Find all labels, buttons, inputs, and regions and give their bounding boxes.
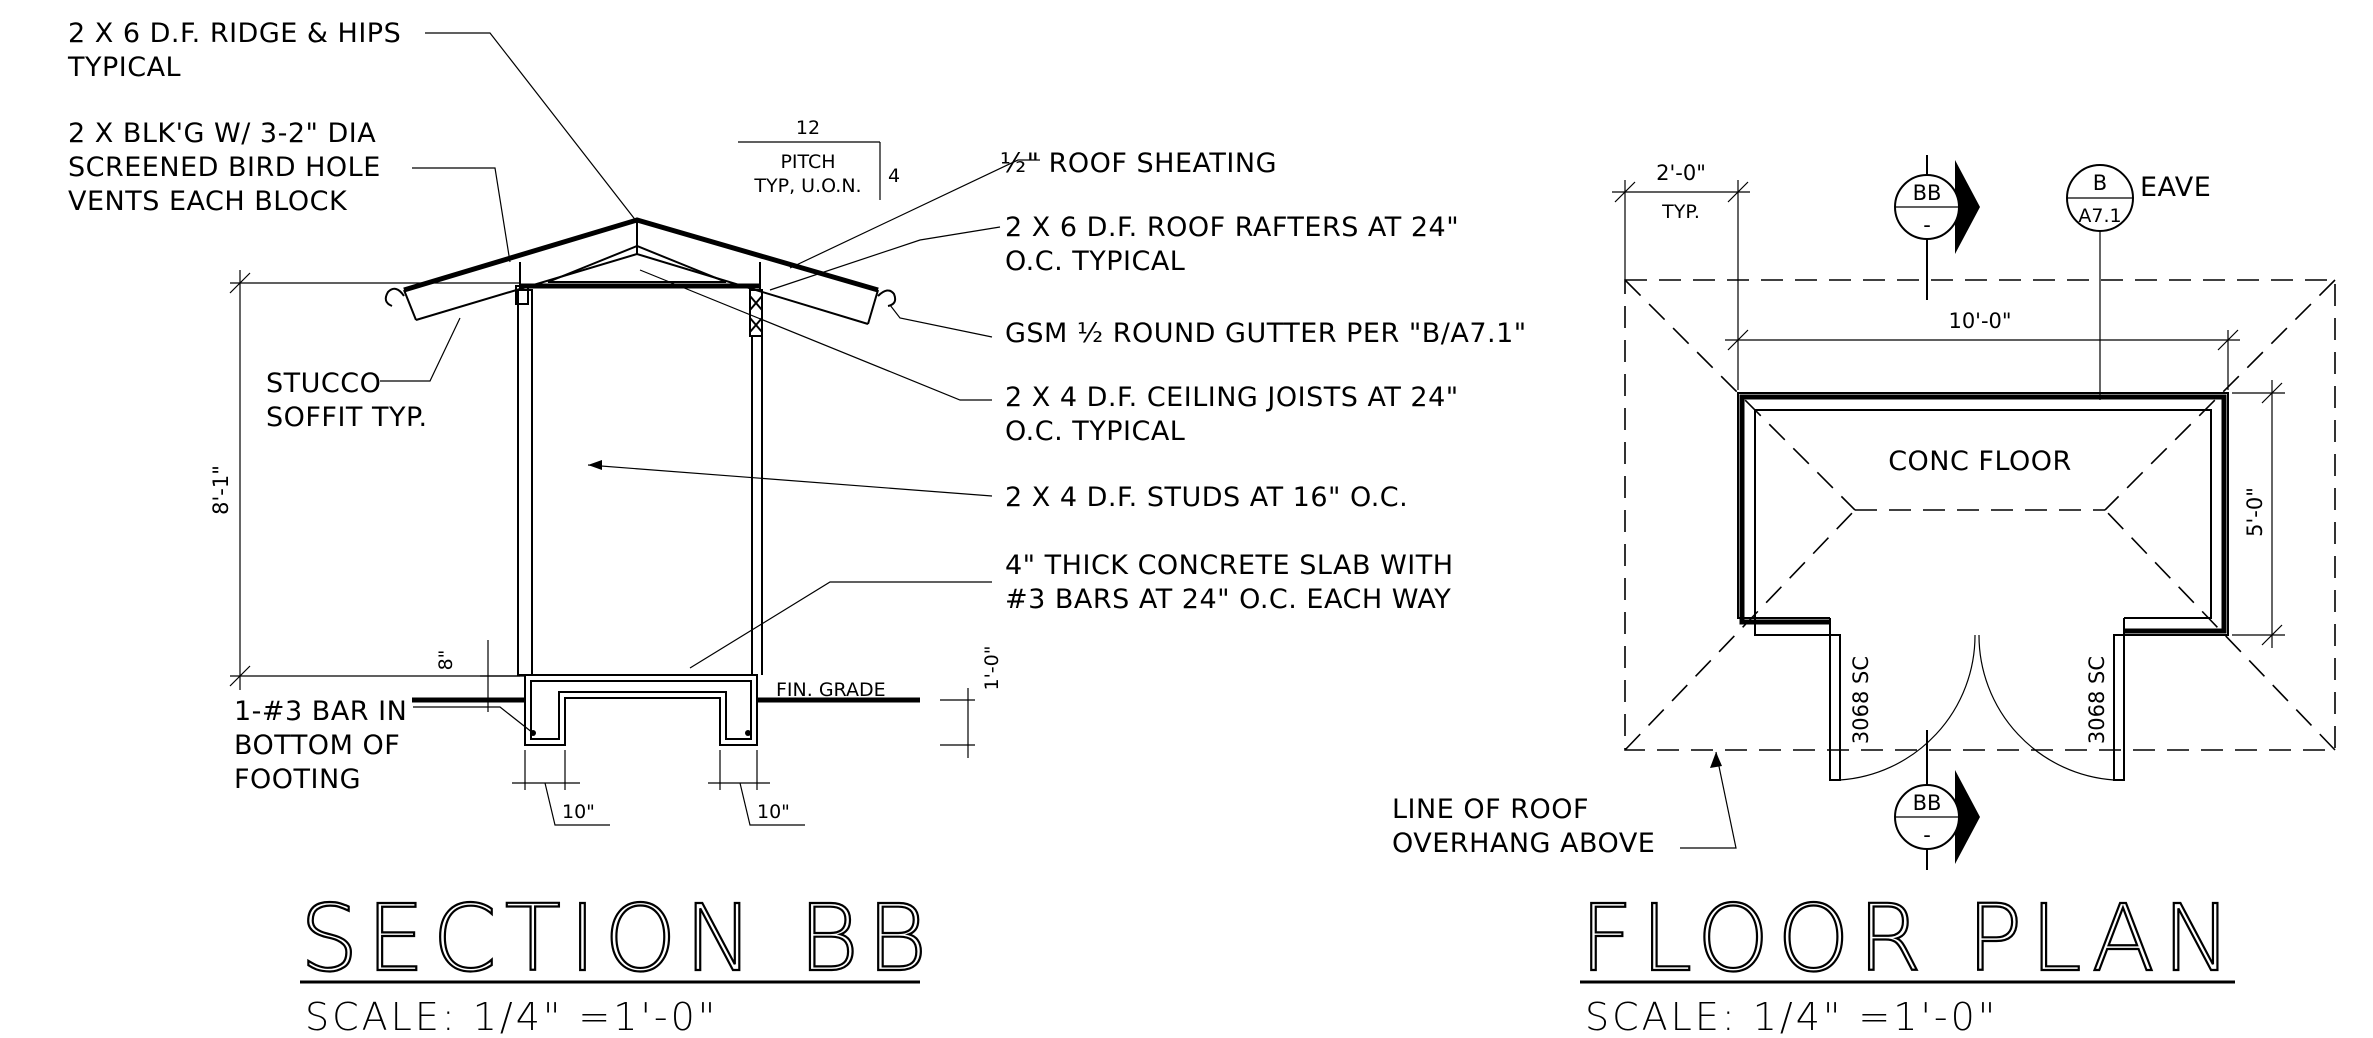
pitch-label: PITCH (780, 151, 835, 173)
footing-width-1: 10" (562, 801, 595, 823)
note-bar-2: BOTTOM OF (234, 730, 400, 761)
roof-overhang-outline (1624, 279, 2336, 751)
pitch-run: 12 (796, 117, 820, 139)
footing-depth-dimension: 1'-0" (940, 646, 1003, 758)
marker-top-sub: - (1923, 213, 1931, 237)
depth-dimension: 5'-0" (2232, 380, 2285, 648)
width-dimension: 10'-0" (1725, 309, 2240, 390)
note-gutter: GSM ½ ROUND GUTTER PER "B/A7.1" (1005, 318, 1527, 349)
footing-width-2: 10" (757, 801, 790, 823)
note-bar-1: 1-#3 BAR IN (234, 696, 407, 727)
note-blkg-3: VENTS EACH BLOCK (68, 186, 348, 217)
section-title: SECTION BB (300, 885, 935, 992)
curb-dim-label: 8" (435, 650, 457, 671)
overhang-dimension: 2'-0" TYP. (1612, 161, 1750, 390)
width-dim-label: 10'-0" (1948, 309, 2011, 333)
roof-note-1: LINE OF ROOF (1392, 794, 1589, 825)
note-stucco-2: SOFFIT TYP. (266, 402, 428, 433)
overhang-typ-label: TYP. (1661, 201, 1700, 223)
doors: 3068 SC 3068 SC (1829, 634, 2125, 781)
detail-eave-label: EAVE (2140, 172, 2211, 203)
marker-bottom-label: BB (1913, 791, 1942, 815)
walls (517, 289, 763, 676)
detail-sheet: A7.1 (2078, 205, 2121, 227)
marker-bottom-sub: - (1923, 823, 1931, 847)
note-ridge-1: 2 X 6 D.F. RIDGE & HIPS (68, 18, 401, 49)
floor-plan: 3068 SC 3068 SC CONC FLOOR 2'-0" TYP. 10… (1392, 155, 2336, 1038)
note-sheathing: ½" ROOF SHEATING (1000, 148, 1277, 179)
leaders (380, 32, 1040, 734)
pitch-typ: TYP, U.O.N. (753, 175, 861, 197)
roof-outline (384, 217, 897, 337)
note-blkg-2: SCREENED BIRD HOLE (68, 152, 381, 183)
pitch-rise: 4 (888, 165, 900, 187)
footing-width-dimensions: 10" 10" (512, 750, 805, 826)
plan-walls (1737, 392, 2229, 636)
note-slab-1: 4" THICK CONCRETE SLAB WITH (1005, 550, 1454, 581)
height-dim-label: 8'-1" (209, 465, 233, 515)
depth-dim-label: 5'-0" (2243, 487, 2267, 537)
detail-ref: B (2093, 171, 2107, 195)
note-stucco-1: STUCCO (266, 368, 381, 399)
door-left-label: 3068 SC (1849, 656, 1873, 744)
room-label: CONC FLOOR (1888, 446, 2072, 477)
height-dimension: 8'-1" (209, 270, 520, 690)
note-fin-grade: FIN. GRADE (776, 679, 886, 701)
footing-depth-label: 1'-0" (981, 646, 1003, 691)
note-rafters-2: O.C. TYPICAL (1005, 246, 1185, 277)
note-blkg-1: 2 X BLK'G W/ 3-2" DIA (68, 118, 376, 149)
door-right-label: 3068 SC (2085, 656, 2109, 744)
overhang-dim-label: 2'-0" (1656, 161, 1706, 185)
pitch-indicator: 12 PITCH TYP, U.O.N. 4 (738, 117, 900, 200)
section-marker-bottom: BB - (1894, 730, 1980, 870)
section-bb: 8'-1" 8" 1'-0" 10" 10" (67, 18, 1527, 1038)
note-ridge-2: TYPICAL (67, 52, 181, 83)
note-studs: 2 X 4 D.F. STUDS AT 16" O.C. (1005, 482, 1408, 513)
roof-note-2: OVERHANG ABOVE (1392, 828, 1655, 859)
note-slab-2: #3 BARS AT 24" O.C. EACH WAY (1005, 584, 1451, 615)
note-joists-2: O.C. TYPICAL (1005, 416, 1185, 447)
detail-marker-eave: B A7.1 EAVE (2066, 164, 2211, 400)
marker-top-label: BB (1913, 181, 1942, 205)
section-scale: SCALE: 1/4" =1'-0" (305, 995, 718, 1038)
hip-lines (1624, 279, 2336, 751)
curb-dimension: 8" (435, 640, 525, 712)
note-bar-3: FOOTING (234, 764, 361, 795)
note-joists-1: 2 X 4 D.F. CEILING JOISTS AT 24" (1005, 382, 1459, 413)
note-rafters-1: 2 X 6 D.F. ROOF RAFTERS AT 24" (1005, 212, 1459, 243)
plan-scale: SCALE: 1/4" =1'-0" (1585, 995, 1998, 1038)
section-marker-top: BB - (1894, 155, 1980, 300)
plan-title: FLOOR PLAN (1580, 885, 2240, 992)
